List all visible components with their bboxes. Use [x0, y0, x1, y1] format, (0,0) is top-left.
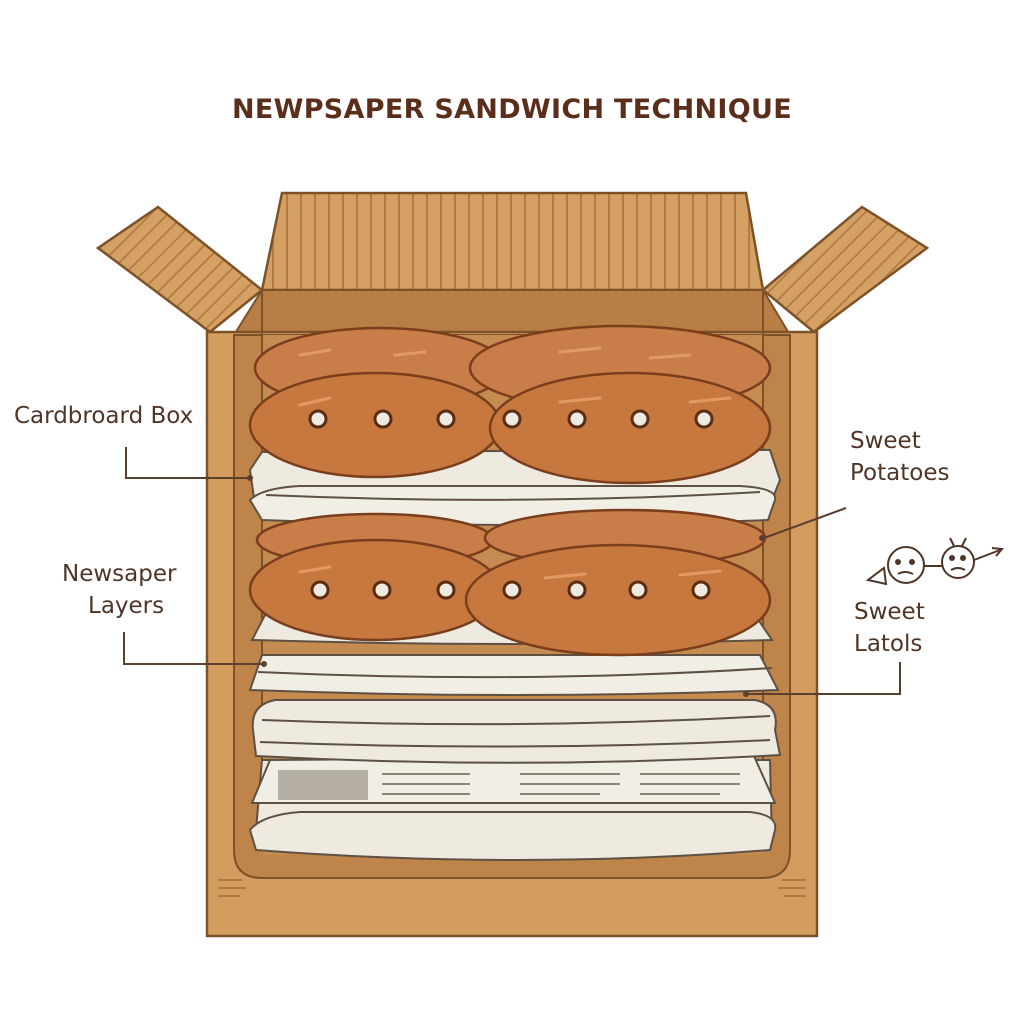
back-flap — [262, 193, 763, 290]
doodle-figures-icon — [868, 538, 1002, 584]
label-sweet-latols-line2: Latols — [854, 628, 925, 660]
label-sweet-potatoes-line1: Sweet — [850, 425, 949, 457]
label-cardboard-box: Cardbroard Box — [14, 400, 193, 432]
label-newspaper-layers-line1: Newsaper — [62, 558, 176, 590]
label-sweet-potatoes-line2: Potatoes — [850, 457, 949, 489]
label-newspaper-layers-line2: Layers — [62, 590, 176, 622]
left-flap — [98, 207, 262, 332]
label-sweet-potatoes: Sweet Potatoes — [850, 425, 949, 489]
label-sweet-latols-line1: Sweet — [854, 596, 925, 628]
label-newspaper-layers: Newsaper Layers — [62, 558, 176, 622]
label-cardboard-box-text: Cardbroard Box — [14, 403, 193, 429]
diagram-title: NEWPSAPER SANDWICH TECHNIQUE — [0, 94, 1024, 125]
right-flap — [763, 207, 927, 332]
label-sweet-latols: Sweet Latols — [854, 596, 925, 660]
